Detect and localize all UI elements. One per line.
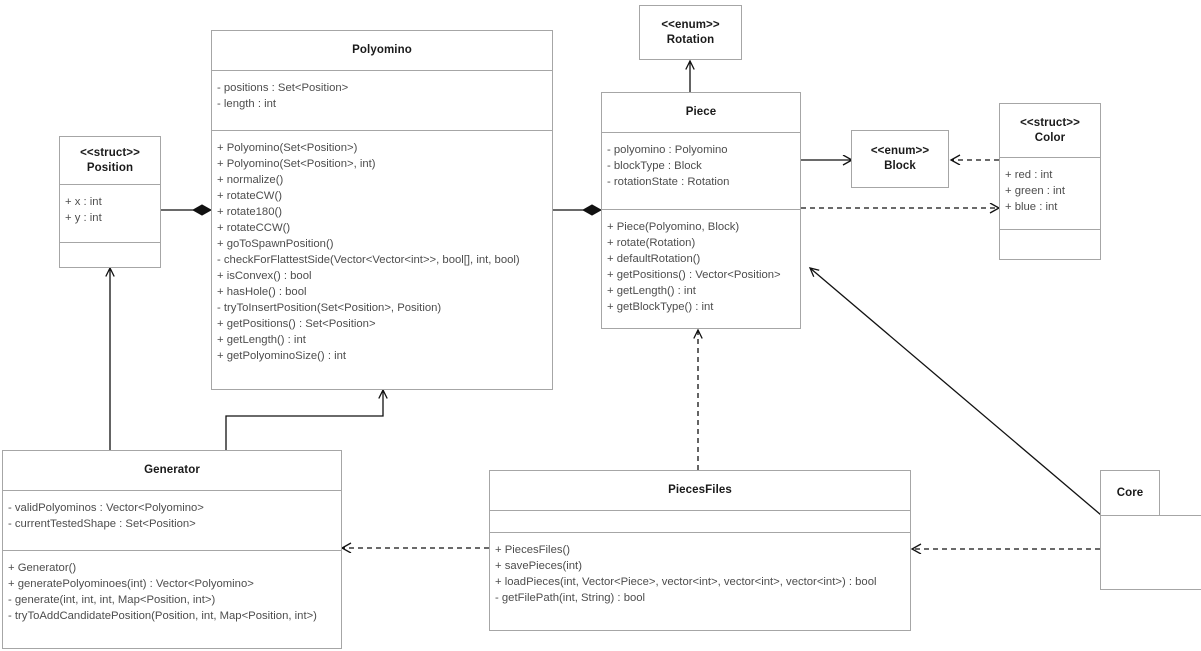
class-name-rotation: Rotation <box>666 33 715 46</box>
class-title-position: <<struct>> Position <box>60 137 160 185</box>
operations-polyomino: + Polyomino(Set<Position>) + Polyomino(S… <box>212 131 552 373</box>
class-name-polyomino: Polyomino <box>352 44 412 56</box>
operations-position <box>60 243 160 261</box>
operation-item: - checkForFlattestSide(Vector<Vector<int… <box>217 254 520 266</box>
class-title-generator: Generator <box>3 451 341 491</box>
operation-item: + normalize() <box>217 174 284 186</box>
attribute-item: + blue : int <box>1005 201 1058 213</box>
attributes-piecesfiles <box>490 511 910 533</box>
stereotype-rotation: <<enum>> <box>661 18 720 31</box>
class-box-core-body[interactable] <box>1100 515 1201 590</box>
class-title-piece: Piece <box>602 93 800 133</box>
attribute-item: - rotationState : Rotation <box>607 176 730 188</box>
operations-generator: + Generator() + generatePolyominoes(int)… <box>3 551 341 633</box>
operation-item: + loadPieces(int, Vector<Piece>, vector<… <box>495 576 877 588</box>
operation-item: + Generator() <box>8 562 77 574</box>
class-name-generator: Generator <box>144 464 200 476</box>
operation-item: + rotate(Rotation) <box>607 237 696 249</box>
operation-item: + PiecesFiles() <box>495 544 571 556</box>
class-box-core[interactable]: Core <box>1100 470 1160 516</box>
class-name-piecesfiles: PiecesFiles <box>668 484 732 496</box>
operation-item: + generatePolyominoes(int) : Vector<Poly… <box>8 578 254 590</box>
operation-item: + getPolyominoSize() : int <box>217 350 347 362</box>
operation-item: + defaultRotation() <box>607 253 701 265</box>
class-title-piecesfiles: PiecesFiles <box>490 471 910 511</box>
attributes-generator: - validPolyominos : Vector<Polyomino> - … <box>3 491 341 551</box>
class-title-block: <<enum>> Block <box>852 131 948 187</box>
operation-item: + getBlockType() : int <box>607 301 714 313</box>
operations-color <box>1000 230 1100 248</box>
attribute-item: - validPolyominos : Vector<Polyomino> <box>8 502 204 514</box>
operation-item: + rotateCW() <box>217 190 282 202</box>
operation-item: - tryToInsertPosition(Set<Position>, Pos… <box>217 302 442 314</box>
operation-item: + Polyomino(Set<Position>, int) <box>217 158 376 170</box>
operation-item: + rotateCCW() <box>217 222 291 234</box>
class-box-block[interactable]: <<enum>> Block <box>851 130 949 188</box>
class-box-color[interactable]: <<struct>> Color + red : int + green : i… <box>999 103 1101 260</box>
edge-generator-polyomino <box>225 388 388 450</box>
class-name-position: Position <box>86 161 134 174</box>
class-title-rotation: <<enum>> Rotation <box>640 6 741 59</box>
attribute-item: - length : int <box>217 98 277 110</box>
operation-item: + goToSpawnPosition() <box>217 238 334 250</box>
stereotype-color: <<struct>> <box>1020 116 1080 129</box>
operations-piece: + Piece(Polyomino, Block) + rotate(Rotat… <box>602 210 800 324</box>
attribute-item: + green : int <box>1005 185 1065 197</box>
attribute-item: + y : int <box>65 212 102 224</box>
class-box-piece[interactable]: Piece - polyomino : Polyomino - blockTyp… <box>601 92 801 329</box>
class-box-position[interactable]: <<struct>> Position + x : int + y : int <box>59 136 161 268</box>
class-name-color: Color <box>1034 131 1066 144</box>
attribute-item: + x : int <box>65 196 102 208</box>
class-box-rotation[interactable]: <<enum>> Rotation <box>639 5 742 60</box>
class-box-polyomino[interactable]: Polyomino - positions : Set<Position> - … <box>211 30 553 390</box>
attribute-item: - polyomino : Polyomino <box>607 144 728 156</box>
stereotype-position: <<struct>> <box>80 146 140 159</box>
class-title-color: <<struct>> Color <box>1000 104 1100 158</box>
class-box-generator[interactable]: Generator - validPolyominos : Vector<Pol… <box>2 450 342 649</box>
operation-item: + rotate180() <box>217 206 282 218</box>
operation-item: + getLength() : int <box>217 334 306 346</box>
attribute-item: - positions : Set<Position> <box>217 82 349 94</box>
operation-item: - tryToAddCandidatePosition(Position, in… <box>8 610 317 622</box>
class-title-polyomino: Polyomino <box>212 31 552 71</box>
operation-item: + Polyomino(Set<Position>) <box>217 142 358 154</box>
operation-item: + Piece(Polyomino, Block) <box>607 221 740 233</box>
operations-piecesfiles: + PiecesFiles() + savePieces(int) + load… <box>490 533 910 615</box>
class-name-piece: Piece <box>685 106 717 118</box>
attributes-color: + red : int + green : int + blue : int <box>1000 158 1100 230</box>
attributes-piece: - polyomino : Polyomino - blockType : Bl… <box>602 133 800 210</box>
class-name-core: Core <box>1116 486 1144 499</box>
operation-item: - generate(int, int, int, Map<Position, … <box>8 594 216 606</box>
attributes-position: + x : int + y : int <box>60 185 160 243</box>
operation-item: + getPositions() : Vector<Position> <box>607 269 781 281</box>
operation-item: + hasHole() : bool <box>217 286 307 298</box>
attributes-polyomino: - positions : Set<Position> - length : i… <box>212 71 552 131</box>
attribute-item: - currentTestedShape : Set<Position> <box>8 518 196 530</box>
class-box-piecesfiles[interactable]: PiecesFiles + PiecesFiles() + savePieces… <box>489 470 911 631</box>
attribute-item: + red : int <box>1005 169 1053 181</box>
attribute-item: - blockType : Block <box>607 160 702 172</box>
stereotype-block: <<enum>> <box>870 145 930 157</box>
class-title-core: Core <box>1101 471 1159 515</box>
operation-item: + getLength() : int <box>607 285 696 297</box>
operation-item: + isConvex() : bool <box>217 270 312 282</box>
operation-item: + getPositions() : Set<Position> <box>217 318 376 330</box>
operation-item: + savePieces(int) <box>495 560 582 572</box>
operation-item: - getFilePath(int, String) : bool <box>495 592 646 604</box>
class-name-block: Block <box>884 160 916 172</box>
